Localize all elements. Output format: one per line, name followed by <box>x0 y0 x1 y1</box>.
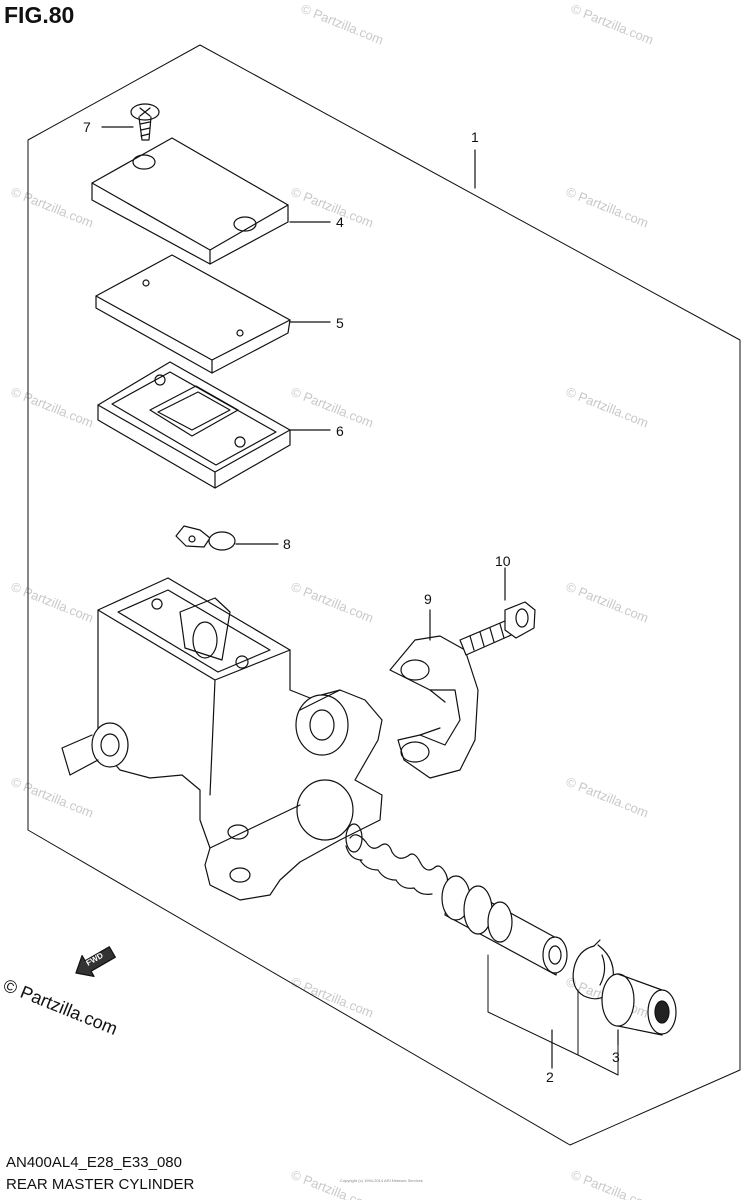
reservoir-cap-part-4 <box>91 137 289 265</box>
assembly-outline <box>27 44 741 1146</box>
watermark: © Partzilla.com <box>564 774 651 821</box>
watermark: © Partzilla.com <box>9 184 96 231</box>
callout-3: 3 <box>612 1049 620 1065</box>
watermark: © Partzilla.com <box>564 184 651 231</box>
diaphragm-part-6 <box>97 361 291 489</box>
watermark: © Partzilla.com <box>9 774 96 821</box>
watermark: © Partzilla.com <box>564 579 651 626</box>
watermark: © Partzilla.com <box>289 1167 376 1200</box>
holder-part-9 <box>389 635 479 779</box>
piston-part-2 <box>441 875 568 976</box>
master-cylinder-body <box>61 577 383 901</box>
watermark: © Partzilla.com <box>289 974 376 1021</box>
clip-part-8 <box>175 525 236 551</box>
watermark: © Partzilla.com <box>299 1 386 48</box>
fwd-arrow <box>75 946 116 977</box>
watermark: © Partzilla.com <box>289 384 376 431</box>
watermark: © Partzilla.com <box>564 384 651 431</box>
watermark: © Partzilla.com <box>9 384 96 431</box>
callout-2: 2 <box>546 1069 554 1085</box>
boot-part-3 <box>601 973 677 1036</box>
callout-6: 6 <box>336 423 344 439</box>
copyright-credit: Copyright (c) 1994-2014 ARI Network Serv… <box>340 1178 423 1183</box>
watermark: © Partzilla.com <box>289 184 376 231</box>
plate-part-5 <box>95 254 291 374</box>
diagram-code: AN400AL4_E28_E33_080 <box>6 1154 182 1171</box>
figure-title: FIG.80 <box>4 2 75 28</box>
callout-1: 1 <box>471 129 479 145</box>
watermark: © Partzilla.com <box>9 579 96 626</box>
watermark: © Partzilla.com <box>569 1167 656 1200</box>
callout-9: 9 <box>424 591 432 607</box>
bolt-part-10 <box>459 601 536 656</box>
callout-7: 7 <box>83 119 91 135</box>
screw-part-7 <box>130 103 160 141</box>
circlip <box>572 939 614 1000</box>
callout-5: 5 <box>336 315 344 331</box>
spring <box>345 823 449 895</box>
diagram-title: REAR MASTER CYLINDER <box>6 1176 195 1193</box>
callout-8: 8 <box>283 536 291 552</box>
watermark: © Partzilla.com <box>569 1 656 48</box>
watermark: © Partzilla.com <box>289 579 376 626</box>
callout-10: 10 <box>495 553 511 569</box>
callout-4: 4 <box>336 214 344 230</box>
